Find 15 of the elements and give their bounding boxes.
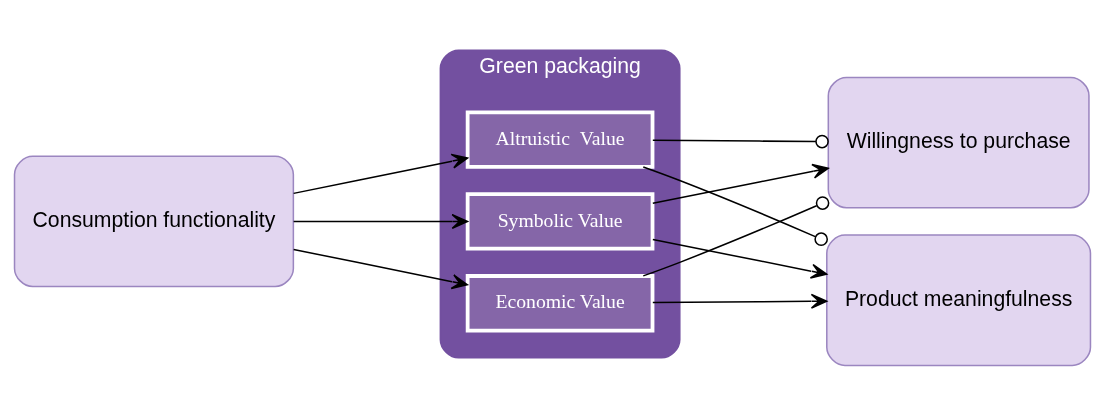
node-box: Symbolic Value (465, 191, 655, 251)
node-box: Consumption functionality (13, 155, 295, 287)
node-box: Economic Value (465, 273, 655, 332)
connector (642, 165, 828, 246)
arrow (292, 248, 469, 289)
connector (652, 134, 829, 148)
arrow (292, 153, 469, 194)
arrow (292, 213, 469, 229)
connector (642, 195, 830, 277)
node-box: Product meaningfulness (826, 233, 1092, 366)
arrow (652, 238, 828, 279)
arrow (652, 163, 829, 204)
node-box: Altruistic Value (465, 109, 655, 169)
arrow (652, 293, 828, 309)
node-box: Willingness to purchase (827, 76, 1090, 209)
